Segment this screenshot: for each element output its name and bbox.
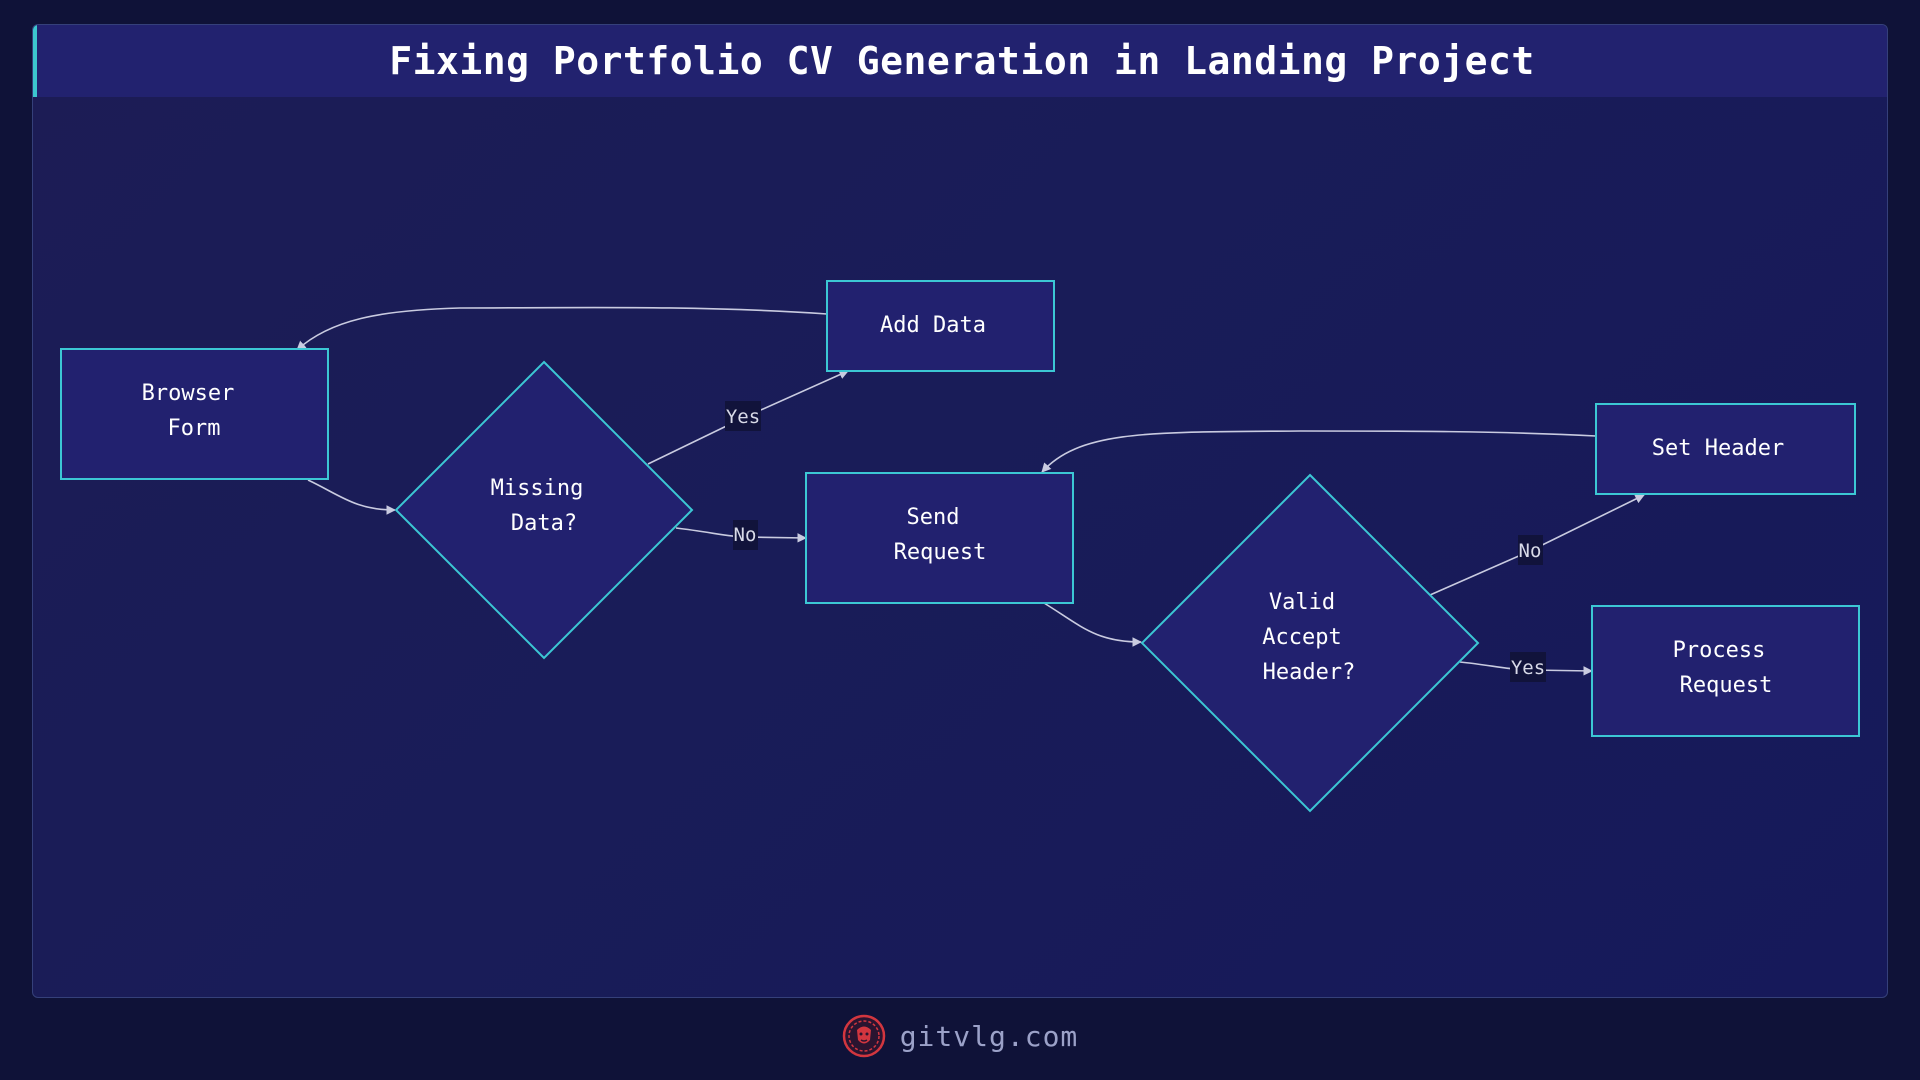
edge-send-request-to-valid-accept-header — [1043, 602, 1142, 647]
node-send-request: Send Request — [805, 472, 1074, 604]
edge-label-valid-yes-text: Yes — [1511, 657, 1545, 679]
node-add-data: Add Data — [826, 280, 1055, 372]
node-set-header-line-1: Set Header — [1652, 436, 1784, 461]
node-browser-form-line-1: Browser — [142, 381, 235, 406]
node-browser-form-line-2: Form — [168, 416, 221, 441]
node-valid-accept-header-line-1: Valid — [1269, 590, 1335, 615]
footer: gitvlg.com — [0, 1010, 1920, 1062]
node-process-request-line-2: Request — [1680, 673, 1773, 698]
node-missing-data: Missing Data? — [394, 360, 694, 660]
lion-logo-icon[interactable] — [842, 1014, 886, 1058]
edge-label-missing-no-text: No — [734, 524, 757, 546]
node-process-request: Process Request — [1591, 605, 1860, 737]
node-process-request-line-1: Process — [1673, 638, 1766, 663]
node-browser-form: Browser Form — [60, 348, 329, 480]
node-send-request-line-1: Send — [907, 505, 960, 530]
edge-set-header-to-send-request — [1041, 430, 1597, 473]
node-send-request-line-2: Request — [894, 540, 987, 565]
title-bar: Fixing Portfolio CV Generation in Landin… — [33, 25, 1887, 97]
edge-label-missing-no: No — [733, 520, 758, 550]
node-valid-accept-header: Valid Accept Header? — [1140, 473, 1480, 813]
node-set-header: Set Header — [1595, 403, 1856, 495]
page-title: Fixing Portfolio CV Generation in Landin… — [389, 39, 1535, 83]
node-missing-data-line-2: Data? — [511, 511, 577, 536]
edge-label-valid-no-text: No — [1519, 540, 1542, 562]
node-add-data-line-1: Add Data — [880, 313, 986, 338]
node-valid-accept-header-line-3: Header? — [1263, 660, 1356, 685]
node-valid-accept-header-line-2: Accept — [1262, 625, 1341, 650]
edge-label-missing-yes-text: Yes — [726, 406, 760, 428]
diagram-frame: Fixing Portfolio CV Generation in Landin… — [32, 24, 1888, 998]
edge-browser-form-to-missing-data — [307, 479, 396, 515]
edge-label-missing-yes: Yes — [725, 401, 761, 431]
edge-add-data-to-browser-form — [296, 306, 828, 351]
footer-brand-link[interactable]: gitvlg.com — [899, 1019, 1079, 1053]
edge-label-valid-no: No — [1518, 535, 1543, 565]
edge-label-valid-yes: Yes — [1510, 652, 1546, 682]
node-missing-data-line-1: Missing — [491, 476, 584, 501]
